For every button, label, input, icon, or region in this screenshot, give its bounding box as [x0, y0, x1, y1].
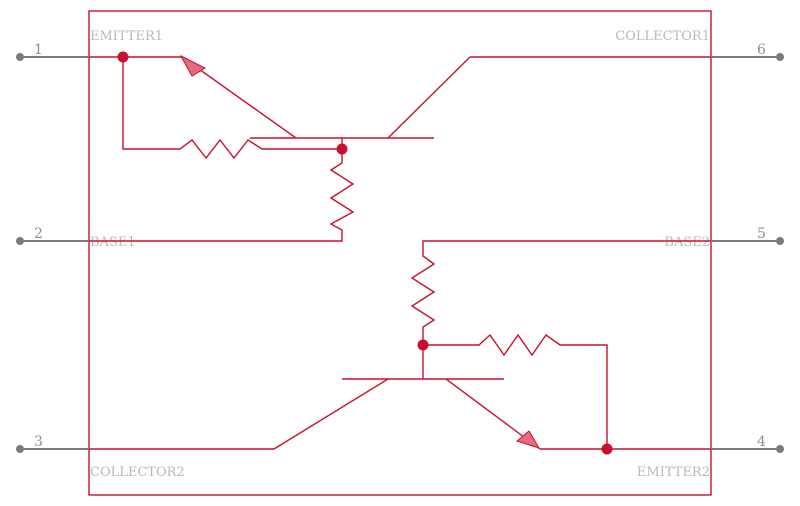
transistor-2 [89, 345, 711, 450]
transistor-1 [89, 54, 711, 149]
label-base1: BASE1 [90, 235, 136, 250]
junction-emitter2 [601, 443, 613, 455]
resistor-r3 [410, 240, 711, 345]
label-emitter2: EMITTER2 [637, 465, 710, 480]
resistor-r4 [423, 333, 608, 449]
pin-2-number: 2 [34, 226, 43, 242]
label-base2: BASE2 [664, 235, 710, 250]
pin-1[interactable]: 1 [16, 42, 89, 61]
junction-base2 [417, 339, 429, 351]
pin-3-number: 3 [34, 434, 43, 450]
pin-3[interactable]: 3 [16, 434, 89, 453]
pin-4-number: 4 [757, 434, 766, 450]
pin-2[interactable]: 2 [16, 226, 89, 245]
pin-4[interactable]: 4 [711, 434, 784, 453]
label-emitter1: EMITTER1 [90, 29, 163, 44]
label-collector1: COLLECTOR1 [615, 29, 710, 44]
pin-5-number: 5 [757, 226, 766, 242]
pin-4-endpoint[interactable] [776, 445, 784, 453]
junction-emitter1 [117, 51, 129, 63]
resistor-r2 [89, 149, 355, 242]
component-body [88, 10, 712, 496]
junction-base1 [336, 143, 348, 155]
pin-1-number: 1 [34, 42, 43, 58]
pin-6-number: 6 [757, 42, 766, 58]
pin-6-endpoint[interactable] [776, 53, 784, 61]
pin-6[interactable]: 6 [711, 42, 784, 61]
emitter2-arrow [515, 430, 541, 449]
resistor-r1 [122, 57, 342, 160]
emitter1-arrow [179, 54, 207, 77]
pin-1-endpoint[interactable] [16, 53, 24, 61]
label-collector2: COLLECTOR2 [90, 465, 185, 480]
pin-5[interactable]: 5 [711, 226, 784, 245]
pin-3-endpoint[interactable] [16, 445, 24, 453]
pin-5-endpoint[interactable] [776, 237, 784, 245]
pin-2-endpoint[interactable] [16, 237, 24, 245]
